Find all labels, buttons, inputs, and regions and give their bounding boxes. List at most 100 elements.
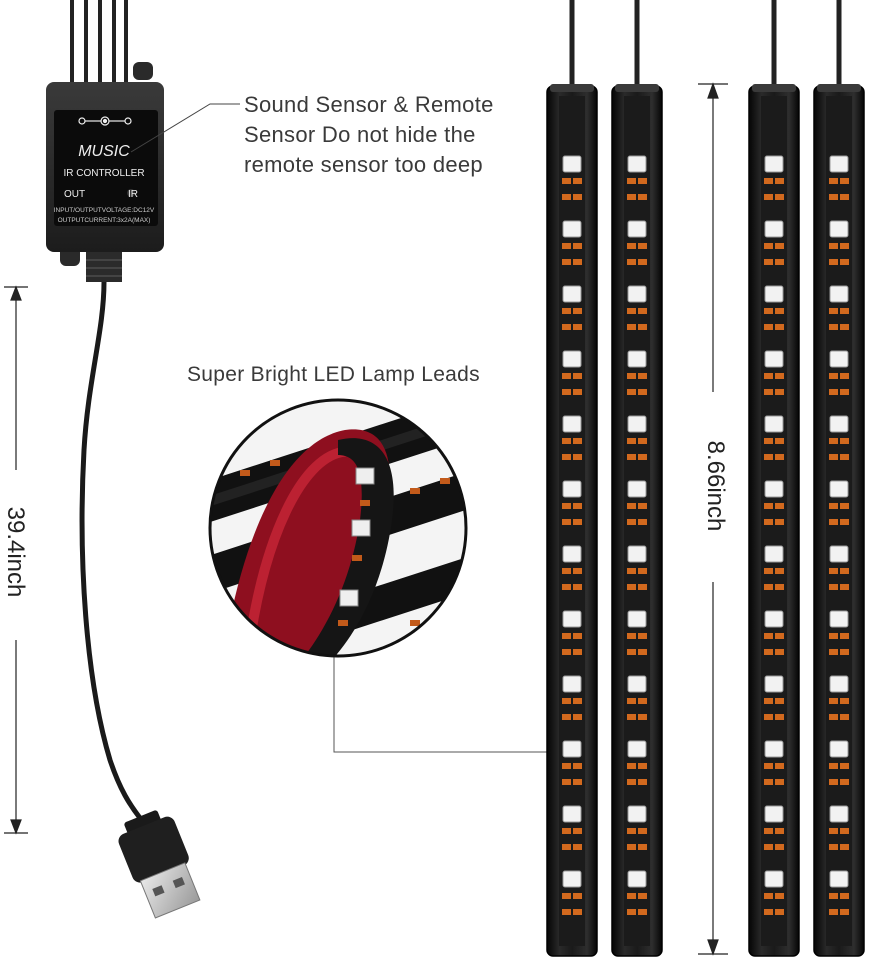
resistor [562,909,571,915]
resistor [627,243,636,249]
led-strips [546,0,865,957]
resistor [573,649,582,655]
resistor [829,178,838,184]
resistor [829,454,838,460]
sensor-callout-line [130,103,240,153]
led-chip [627,415,647,433]
resistor [573,633,582,639]
resistor [829,779,838,785]
led-chip [627,545,647,563]
resistor [840,454,849,460]
resistor [840,389,849,395]
resistor [573,324,582,330]
resistor [573,763,582,769]
led-chip [562,805,582,823]
resistor [764,698,773,704]
resistor [562,779,571,785]
resistor [840,308,849,314]
resistor [829,308,838,314]
resistor [562,519,571,525]
resistor [775,828,784,834]
resistor [764,568,773,574]
resistor [775,584,784,590]
resistor [840,568,849,574]
resistor [573,779,582,785]
resistor [775,568,784,574]
resistor [562,503,571,509]
ir-sensor-dot [127,189,135,197]
resistor [775,698,784,704]
resistor [829,633,838,639]
resistor [638,714,647,720]
port-ir-label: IR [128,189,138,200]
resistor [562,568,571,574]
resistor [627,373,636,379]
resistor [764,633,773,639]
resistor [638,519,647,525]
resistor [573,844,582,850]
resistor [829,503,838,509]
led-chip [627,870,647,888]
resistor [775,243,784,249]
resistor [627,503,636,509]
led-chip [829,155,849,173]
resistor [562,373,571,379]
resistor [638,584,647,590]
resistor [638,763,647,769]
resistor [829,714,838,720]
resistor [627,438,636,444]
led-chip [627,480,647,498]
resistor [627,259,636,265]
resistor [627,893,636,899]
resistor [573,519,582,525]
resistor [775,389,784,395]
usb-cable [79,281,142,820]
resistor [573,909,582,915]
resistor [840,779,849,785]
controller-model-label: IR CONTROLLER [63,168,144,179]
resistor [573,373,582,379]
led-chip [829,220,849,238]
resistor [764,373,773,379]
resistor [775,649,784,655]
resistor [573,568,582,574]
resistor [829,519,838,525]
led-chip [829,870,849,888]
led-chip [562,285,582,303]
resistor [829,584,838,590]
resistor [829,373,838,379]
resistor [638,893,647,899]
resistor [840,698,849,704]
resistor [573,454,582,460]
resistor [840,438,849,444]
led-chip [829,805,849,823]
led-chip [829,610,849,628]
led-chip [829,415,849,433]
led-strip [813,0,865,957]
resistor [627,324,636,330]
resistor [840,194,849,200]
resistor [840,178,849,184]
resistor [829,194,838,200]
resistor [764,844,773,850]
resistor [764,649,773,655]
resistor [829,909,838,915]
resistor [764,194,773,200]
resistor [573,178,582,184]
resistor [775,763,784,769]
resistor [627,308,636,314]
led-chip [627,740,647,758]
led-chip [627,350,647,368]
led-chip [562,610,582,628]
resistor [573,503,582,509]
strip-cap [615,84,659,92]
resistor [829,259,838,265]
led-chip [627,610,647,628]
resistor [775,519,784,525]
led-leads-callout: Super Bright LED Lamp Leads [187,363,480,386]
led-chip [562,480,582,498]
resistor [562,698,571,704]
resistor [775,909,784,915]
resistor [764,324,773,330]
led-chip [764,675,784,693]
